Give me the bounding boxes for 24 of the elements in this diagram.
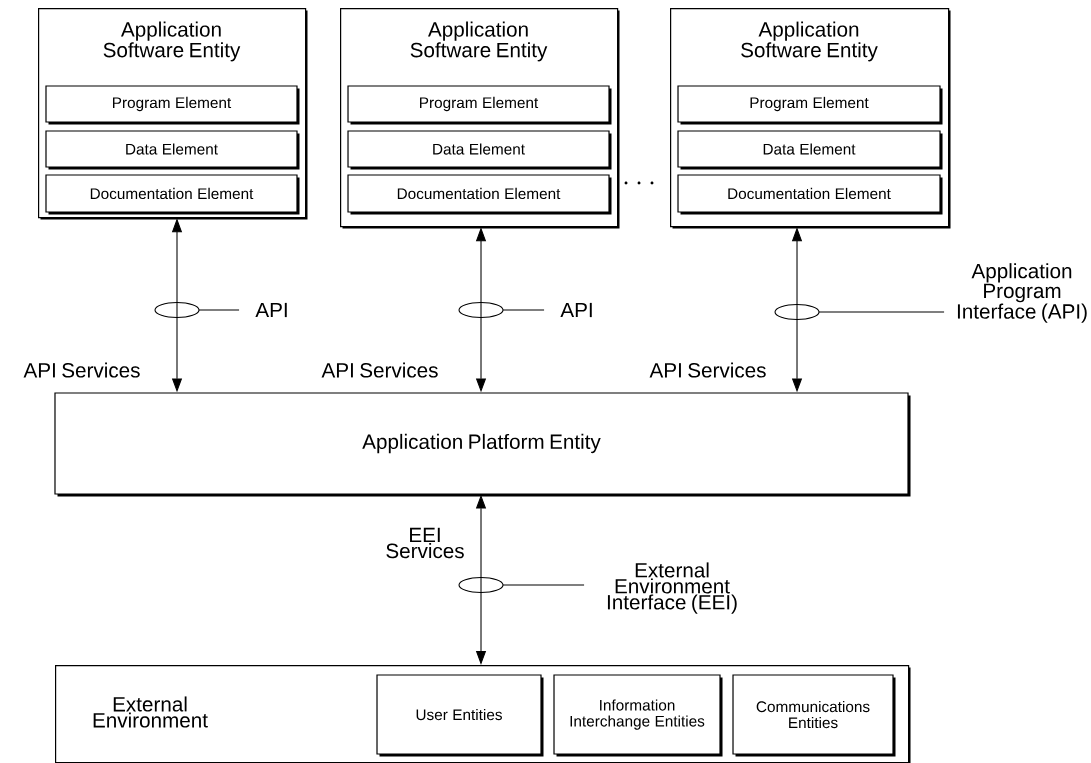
platform-box: Application Platform Entity bbox=[54, 392, 911, 497]
element-box: Communications Entities bbox=[732, 674, 896, 757]
element-box: Documentation Element bbox=[347, 174, 612, 215]
element-box: Information Interchange Entities bbox=[553, 674, 723, 757]
element-box: Documentation Element bbox=[45, 174, 300, 215]
element-box: Program Element bbox=[677, 85, 943, 125]
element-box: Program Element bbox=[45, 85, 300, 125]
element-box: Program Element bbox=[347, 85, 612, 125]
leader-line bbox=[198, 309, 240, 311]
interface-label: API bbox=[255, 302, 287, 318]
services-label: EEI Services bbox=[386, 527, 464, 559]
interface-label: External Environment Interface (EEI) bbox=[607, 562, 737, 614]
element-box: Data Element bbox=[45, 130, 300, 170]
leader-line bbox=[502, 584, 585, 586]
element-box: Data Element bbox=[347, 130, 612, 170]
services-label: API Services bbox=[23, 362, 140, 378]
element-box: Data Element bbox=[677, 130, 943, 170]
node-label: Documentation Element bbox=[90, 187, 254, 200]
leader-line bbox=[818, 311, 945, 313]
interface-label: Application Program Interface (API) bbox=[957, 263, 1087, 323]
element-box: User Entities bbox=[376, 674, 544, 757]
interface-label: API bbox=[560, 302, 592, 318]
element-box: Documentation Element bbox=[677, 174, 943, 215]
leader-line bbox=[502, 309, 545, 311]
